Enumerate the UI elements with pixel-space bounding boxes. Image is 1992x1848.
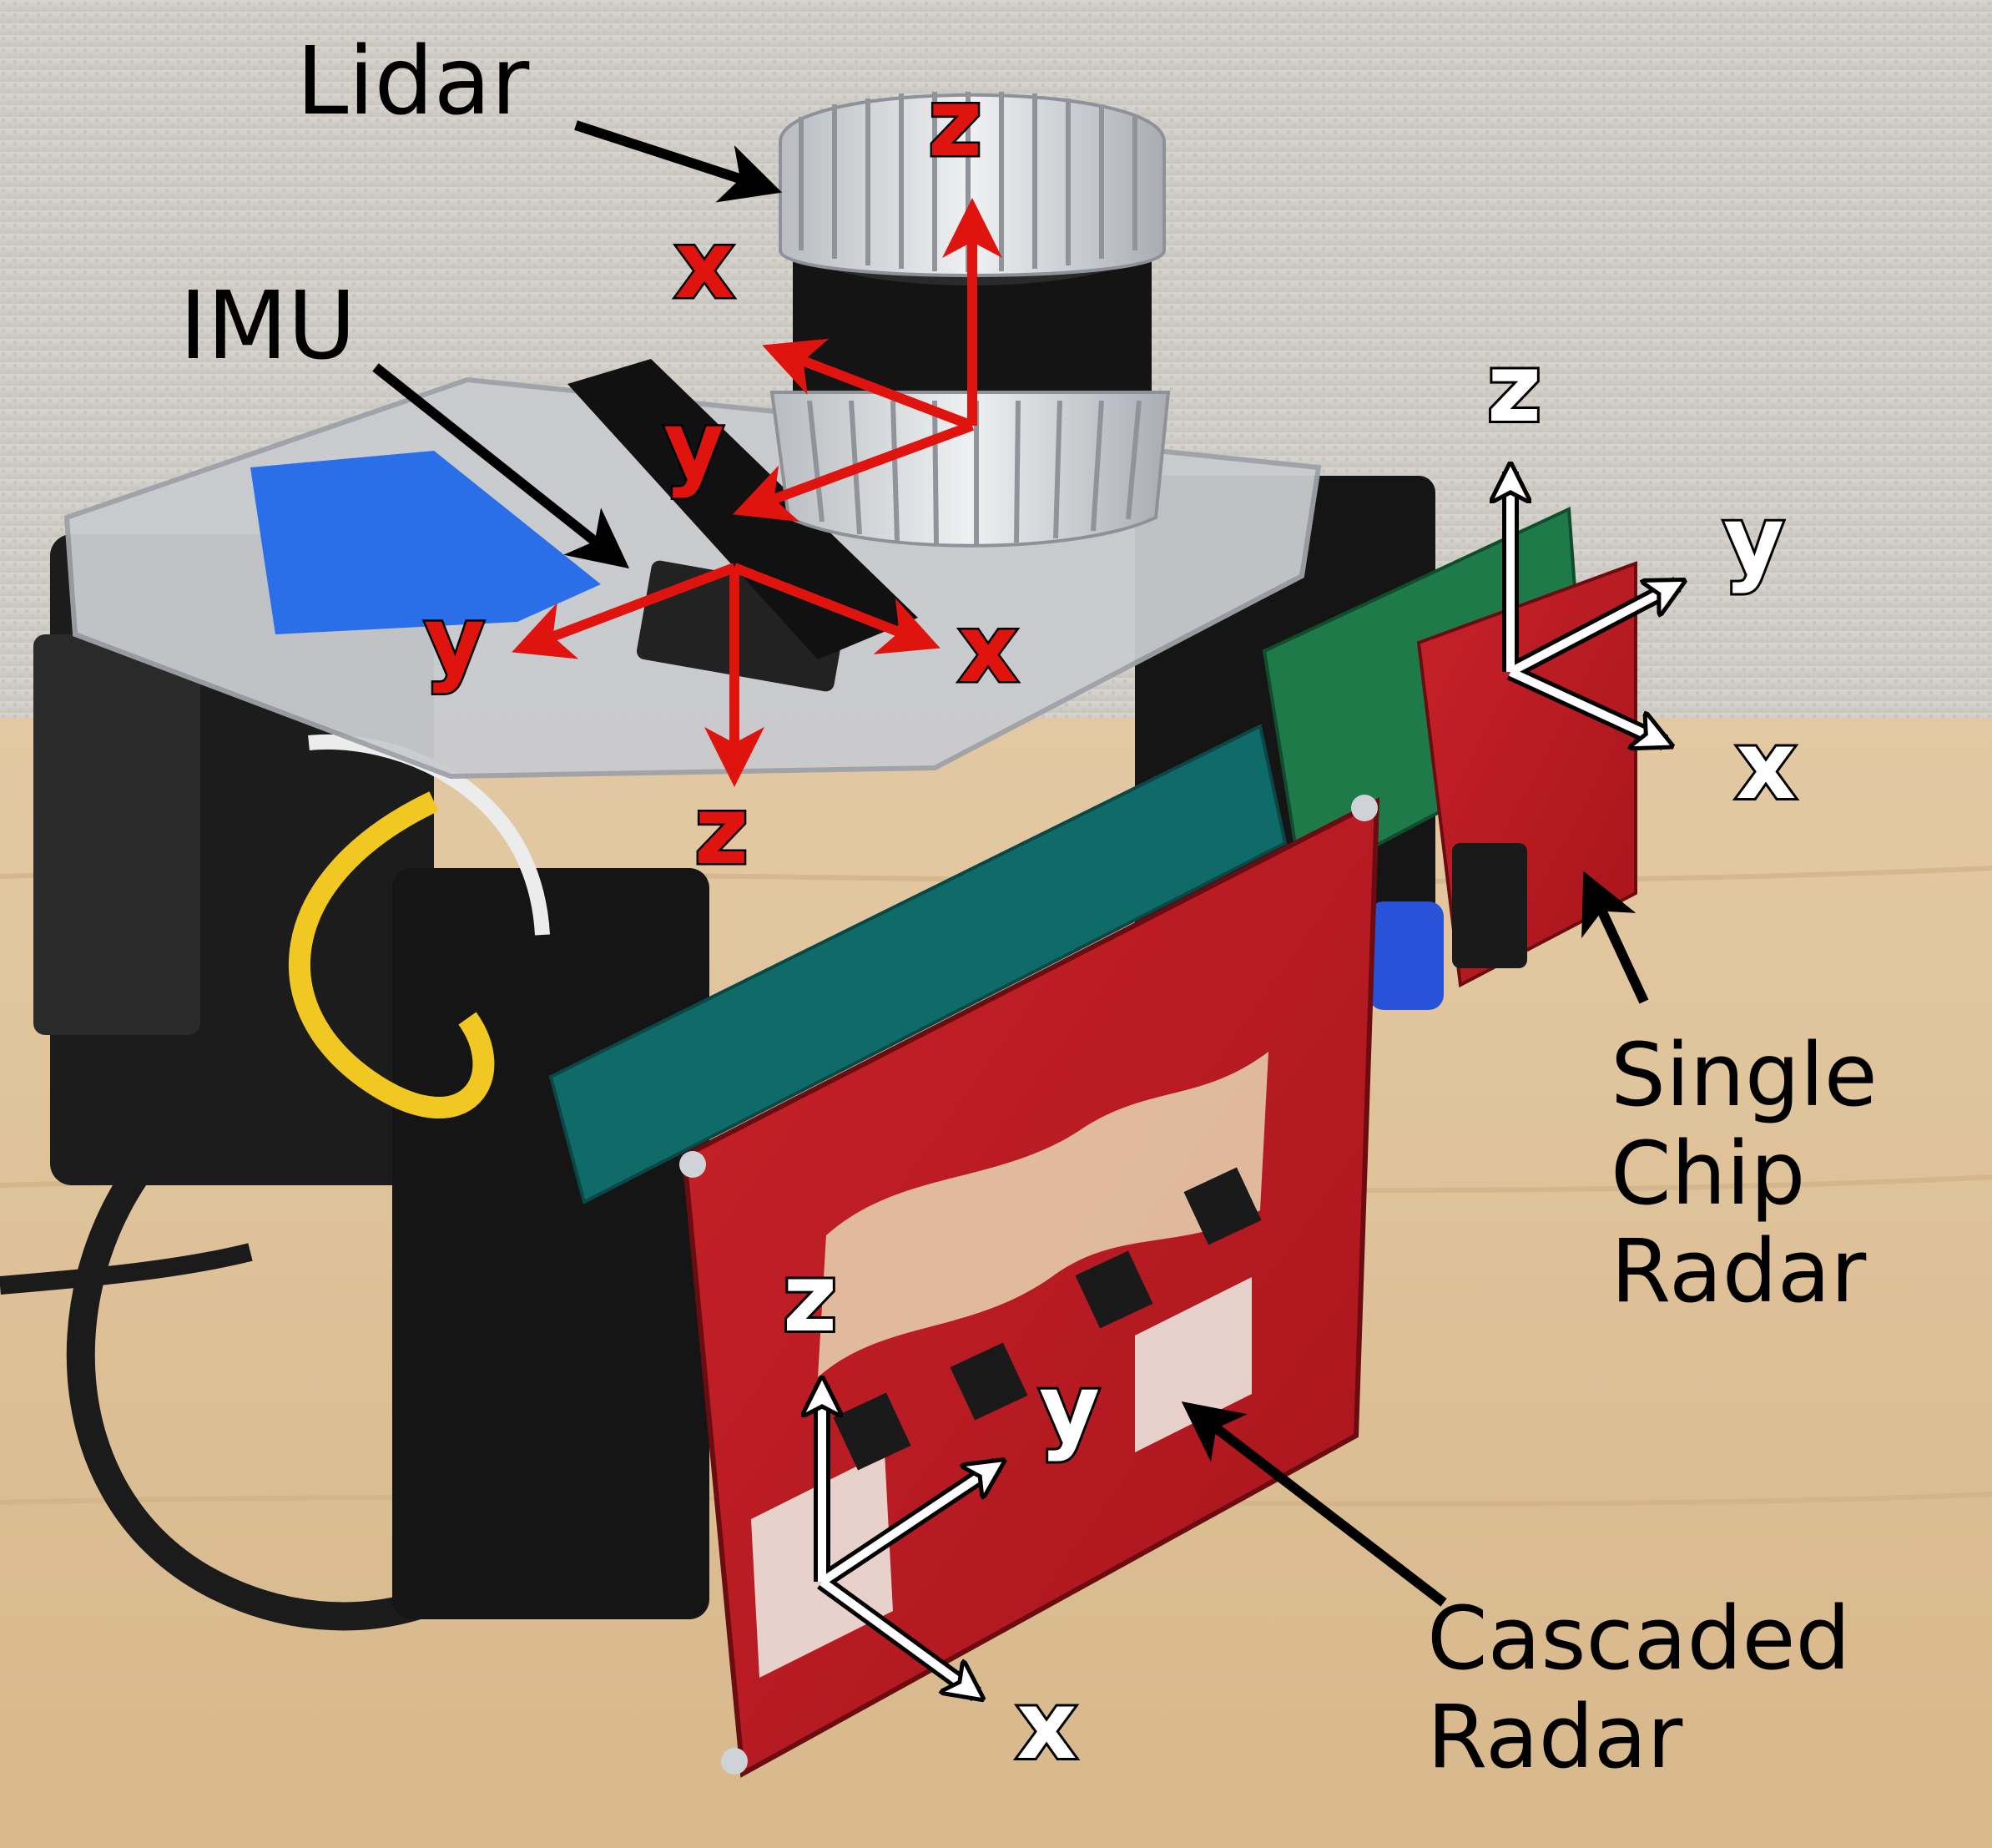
single-radar-pointer-arrow <box>1581 871 1649 1004</box>
imu-axis-y-label: y <box>421 587 487 695</box>
imu-axis-z-label: z <box>692 777 750 886</box>
lidar-x-axis-arrow <box>762 338 975 431</box>
cascaded-radar-teal-board <box>548 724 1288 1204</box>
radar-chip-4 <box>1183 1167 1262 1245</box>
blue-ribbon-cable <box>1369 901 1444 1010</box>
cascaded-radar-axis-z-label: z <box>780 1245 840 1353</box>
single-radar-connector <box>1452 843 1527 968</box>
lidar-label: Lidar <box>296 28 530 136</box>
single-chip-radar-label: Single Chip Radar <box>1611 1024 1878 1323</box>
cascaded-radar-antenna-area <box>751 1277 1252 1678</box>
imu-x-axis-arrow <box>732 563 941 654</box>
lidar-axis-z-label: z <box>925 69 984 178</box>
single-radar-axes <box>1510 472 1677 743</box>
imu-pointer-arrow <box>372 363 630 569</box>
lidar-heatsink-fins <box>799 92 1137 272</box>
radar-chip-1 <box>833 1392 911 1471</box>
cascaded-radar-axis-x-label: x <box>1014 1672 1079 1780</box>
blue-tape <box>250 451 601 634</box>
radar-chip-2 <box>950 1342 1028 1421</box>
rig-left-panel <box>33 634 200 1035</box>
cascaded-radar-label: Cascaded Radar <box>1427 1588 1851 1788</box>
lidar-pointer-arrow <box>574 120 783 203</box>
lidar-axis-x-label: x <box>672 211 736 320</box>
mount-screw-3 <box>721 1748 748 1775</box>
lidar-axis-y-label: y <box>661 391 726 500</box>
cascaded-radar-axes <box>822 1386 997 1694</box>
mount-screw-2 <box>1351 795 1378 821</box>
cable-loop <box>0 1243 253 1295</box>
single-radar-axis-z-label: z <box>1485 335 1544 443</box>
imu-label: IMU <box>179 272 356 381</box>
imu-y-axis-arrow <box>512 563 737 659</box>
radar-chip-3 <box>1075 1250 1153 1329</box>
white-cable <box>308 735 550 936</box>
single-radar-axis-y-label: y <box>1721 487 1787 595</box>
cascaded-radar-axis-y-label: y <box>1036 1355 1102 1463</box>
lidar-heatsink-bottom <box>769 391 1171 548</box>
single-radar-axis-x-label: x <box>1733 712 1798 820</box>
imu-axis-x-label: x <box>956 595 1020 704</box>
cascaded-radar-traces <box>818 1052 1268 1377</box>
rig-front-frame <box>392 868 709 1619</box>
yellow-cable <box>289 791 495 1119</box>
mount-screw-1 <box>679 1151 706 1178</box>
lidar-y-axis-arrow <box>733 421 975 523</box>
cascaded-radar-pointer-arrow <box>1181 1401 1447 1607</box>
